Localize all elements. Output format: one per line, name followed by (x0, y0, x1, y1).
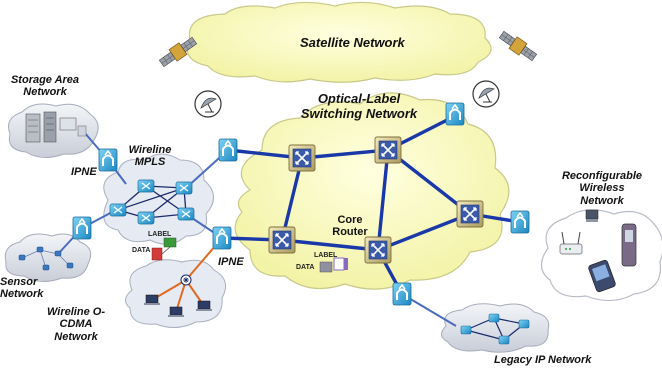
core-router-icon[interactable] (288, 144, 316, 172)
server-icon (25, 111, 87, 143)
handheld-icon (588, 259, 616, 293)
laptop-icon (168, 306, 184, 317)
edge-router-icon[interactable] (218, 138, 238, 162)
pda-icon (585, 209, 599, 222)
satellite-dish-icon (472, 80, 500, 108)
phone-icon (621, 223, 637, 267)
legacy-ip-cloud (441, 303, 550, 353)
satellite-cloud (186, 1, 492, 83)
label-tag-core: LABEL (314, 252, 338, 259)
wireless-network-label: Reconfigurable Wireless Network (561, 170, 643, 207)
packet-icon (319, 257, 348, 273)
ipne-label-upper: IPNE (71, 166, 97, 178)
laptop-icon (144, 294, 160, 305)
storage-network-label: Storage Area Network (10, 74, 80, 99)
ipne-label-lower: IPNE (218, 256, 244, 268)
mpls-cloud (103, 153, 214, 245)
optical-network-label: Optical-Label Switching Network (300, 91, 418, 121)
core-router-icon[interactable] (456, 200, 484, 228)
legacy-node-icon (460, 325, 472, 335)
packet-icon (151, 237, 177, 261)
ocdma-network-label: Wireline O-CDMA Network (47, 306, 105, 343)
mpls-switch-icon[interactable] (137, 211, 155, 225)
satellite-icon (498, 30, 538, 62)
optical-cloud (234, 92, 510, 290)
mpls-switch-icon[interactable] (109, 203, 127, 217)
mpls-switch-icon[interactable] (137, 179, 155, 193)
core-router-icon[interactable] (268, 226, 296, 254)
core-router-label: Core Router (332, 214, 368, 239)
mpls-switch-icon[interactable] (177, 207, 195, 221)
sensor-node-icon (18, 246, 74, 271)
edge-router-icon[interactable] (212, 226, 232, 250)
ocdma-cloud (125, 259, 227, 328)
edge-router-icon[interactable] (510, 210, 530, 234)
data-tag-left: DATA (132, 247, 151, 254)
label-tag-left: LABEL (148, 231, 172, 238)
mpls-label: Wireline MPLS (128, 144, 172, 169)
legacy-node-icon (498, 335, 510, 345)
laptop-icon (196, 300, 212, 311)
wireless-access-point-icon (559, 231, 583, 255)
edge-router-icon[interactable] (392, 282, 412, 306)
legacy-node-icon (518, 319, 530, 329)
sensor-network-label: Sensor Network (0, 276, 44, 301)
edge-router-icon[interactable] (72, 216, 92, 240)
legacy-node-icon (488, 313, 500, 323)
legacy-ip-label: Legacy IP Network (494, 354, 592, 366)
edge-router-icon[interactable] (98, 148, 118, 172)
mpls-switch-icon[interactable] (175, 181, 193, 195)
data-tag-core: DATA (296, 264, 315, 271)
satellite-icon (158, 36, 198, 68)
star-coupler-icon (180, 274, 192, 286)
edge-router-icon[interactable] (445, 102, 465, 126)
core-router-icon[interactable] (374, 136, 402, 164)
sensor-cloud (4, 233, 92, 282)
core-router-icon[interactable] (364, 236, 392, 264)
satellite-network-label: Satellite Network (300, 35, 405, 50)
satellite-dish-icon (194, 90, 222, 118)
